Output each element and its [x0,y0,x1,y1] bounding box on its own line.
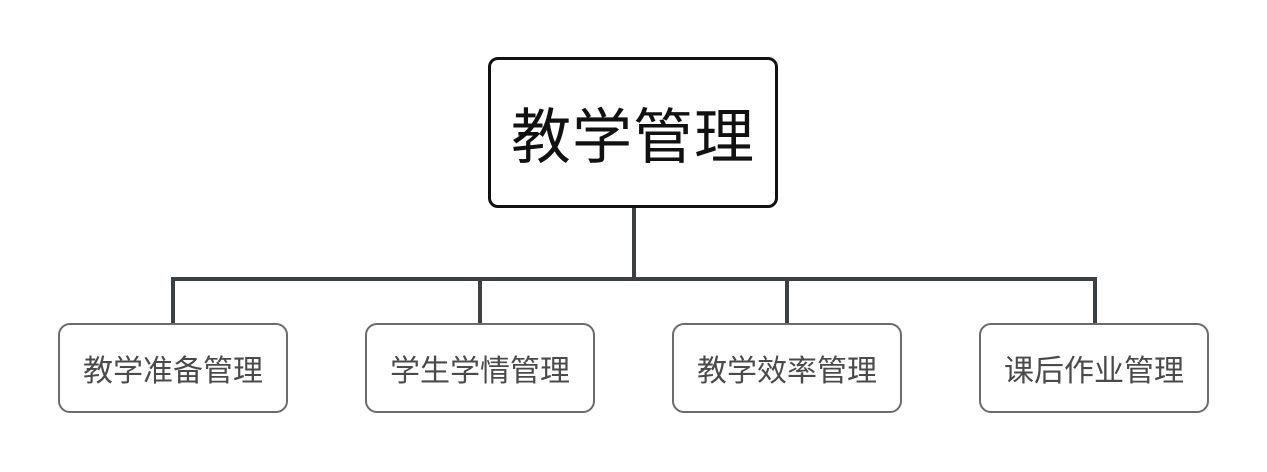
root-label: 教学管理 [511,103,755,173]
child-label: 课后作业管理 [1004,354,1184,389]
child-node-teaching-efficiency: 教学效率管理 [672,323,902,413]
child-node-teaching-preparation: 教学准备管理 [58,323,288,413]
child-label: 教学准备管理 [83,354,263,389]
root-node: 教学管理 [488,57,778,208]
child-label: 教学效率管理 [697,354,877,389]
child-node-homework: 课后作业管理 [979,323,1209,413]
child-label: 学生学情管理 [390,354,570,389]
child-node-student-learning: 学生学情管理 [365,323,595,413]
